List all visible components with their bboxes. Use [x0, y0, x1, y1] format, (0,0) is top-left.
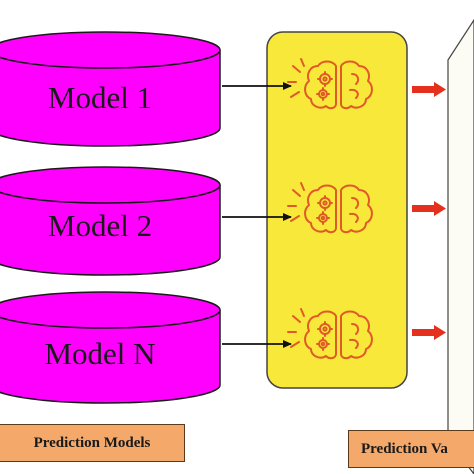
brain-gear-icon	[287, 308, 373, 360]
output-arrow-2	[412, 201, 446, 216]
model-1-cylinder	[0, 31, 221, 147]
brain-gear-icon	[287, 58, 373, 110]
model-1-label: Model 1	[47, 80, 153, 115]
output-arrow-n	[412, 325, 446, 340]
brain-gear-icon	[287, 182, 373, 234]
model-2-label: Model 2	[47, 208, 153, 243]
prediction-models-label: Prediction Models	[0, 424, 185, 462]
model-2-cylinder	[0, 166, 221, 276]
prediction-values-panel	[447, 18, 474, 474]
model-n-cylinder	[0, 291, 221, 404]
output-arrow-1	[412, 82, 446, 97]
model-n-label: Model N	[44, 336, 156, 371]
prediction-values-label: Prediction Va	[348, 430, 474, 468]
